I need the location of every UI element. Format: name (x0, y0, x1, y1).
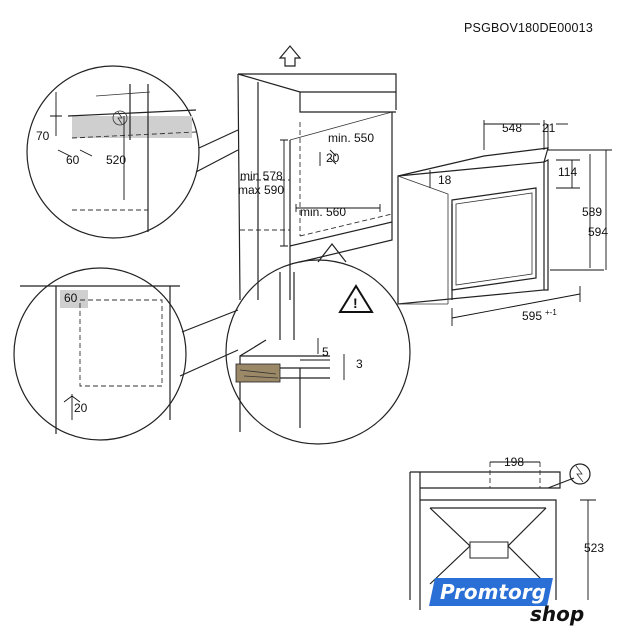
body-height-label: 589 (582, 205, 602, 219)
logo-main-text: Promtorg (440, 580, 546, 604)
panel-height-label: 114 (558, 165, 577, 179)
svg-text:!: ! (353, 295, 358, 311)
socket-height-label: 520 (106, 153, 126, 167)
cabinet-depth-label: min. 550 (328, 131, 374, 145)
front-thickness-label: 21 (542, 121, 556, 135)
width-tolerance-label: +-1 (545, 308, 557, 317)
socket-hob-height-label: 523 (584, 541, 604, 555)
top-gap-label: 70 (36, 129, 50, 143)
hob-section: 198 523 (409, 455, 604, 610)
electric-socket-icon (117, 111, 123, 125)
oven-depth-label: 548 (502, 121, 522, 135)
airflow-arrow-icon (278, 45, 302, 67)
shop-logo: Promtorg shop (429, 578, 602, 630)
height-min-label: min 578 (240, 169, 283, 183)
side-gap-label: 20 (74, 401, 88, 415)
cabinet-width-label: min. 560 (300, 205, 346, 219)
cabinet-illustration: min. 550 20 min 578 max 590 min. 560 (237, 45, 397, 301)
gap-upper-label: 5 (322, 345, 329, 359)
warning-icon (338, 284, 374, 313)
detail-circle-bottom: 60 20 (13, 267, 239, 441)
depth-offset-label: 20 (326, 151, 340, 165)
oven-illustration: 548 21 114 589 594 18 595 +-1 (397, 120, 612, 326)
oven-width-label: 595 (522, 309, 542, 323)
total-height-label: 594 (588, 225, 608, 239)
front-step-label: 18 (438, 173, 452, 187)
socket-spacing-label: 198 (504, 455, 524, 469)
electric-socket-icon (575, 465, 584, 483)
gap-lower-label: 3 (356, 357, 363, 371)
detail-circle-top: 70 60 520 (26, 65, 239, 239)
document-code: PSGBOV180DE00013 (464, 21, 593, 35)
top-offset-label: 60 (66, 153, 80, 167)
height-max-label: max 590 (238, 183, 284, 197)
detail-circle-warning: ! 5 3 (225, 243, 411, 445)
logo-sub-text: shop (530, 602, 585, 626)
bottom-offset-label: 60 (64, 291, 78, 305)
